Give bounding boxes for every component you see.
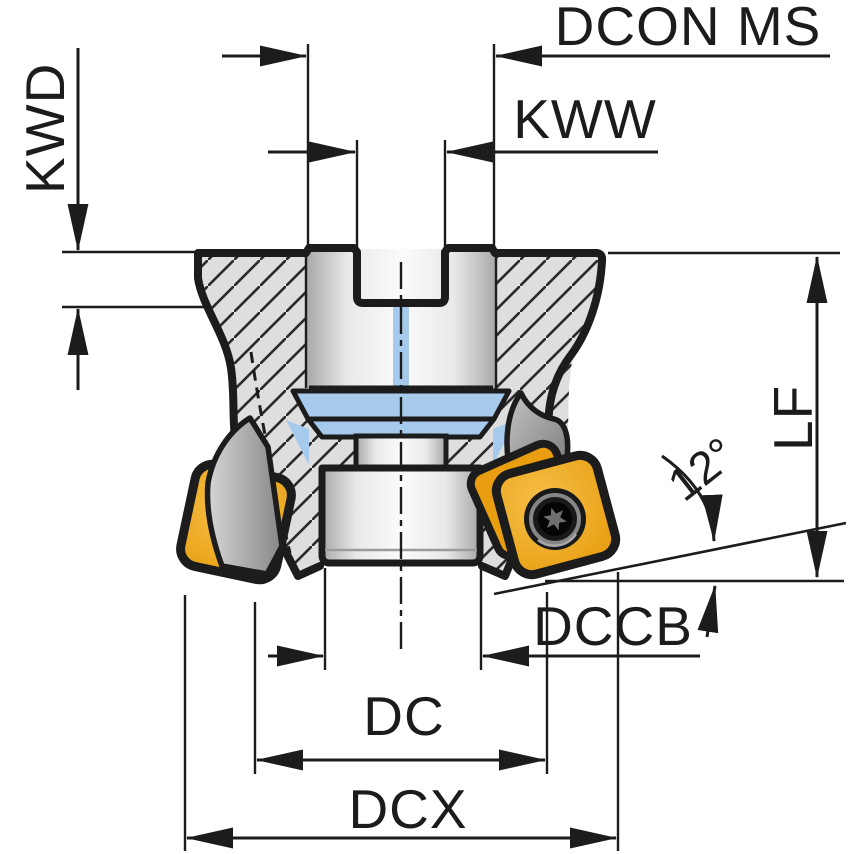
label-dccb: DCCB	[533, 595, 693, 657]
dimension-dccb: DCCB	[268, 568, 700, 670]
dimension-dcx: DCX	[183, 572, 620, 851]
bottom-hub	[318, 464, 484, 567]
torx-socket-icon	[543, 507, 567, 531]
hidden-contour-dashed	[249, 351, 292, 554]
label-kww: KWW	[513, 88, 657, 150]
dimension-kwd: KWD	[14, 48, 206, 390]
cutting-inserts	[176, 390, 621, 585]
bore-edges	[304, 253, 498, 388]
dimension-lf: LF	[545, 251, 844, 583]
left-pocket-wedge	[286, 420, 309, 465]
label-kwd: KWD	[14, 63, 76, 194]
label-dcx: DCX	[348, 778, 467, 840]
label-dc: DC	[363, 685, 444, 747]
label-dcon-ms: DCON MS	[555, 0, 822, 57]
dimension-kww: KWW	[268, 88, 658, 249]
dimension-dcon-ms: DCON MS	[222, 0, 830, 249]
dimension-dc: DC	[253, 592, 549, 774]
label-lead-angle: 12°	[658, 427, 745, 511]
shim-band-lower	[305, 416, 497, 440]
left-pocket-wall	[204, 415, 285, 577]
coolant-stripe	[393, 304, 409, 389]
label-lf: LF	[762, 385, 824, 451]
screw-highlight	[537, 533, 578, 547]
insert-screw-icon	[524, 488, 586, 550]
